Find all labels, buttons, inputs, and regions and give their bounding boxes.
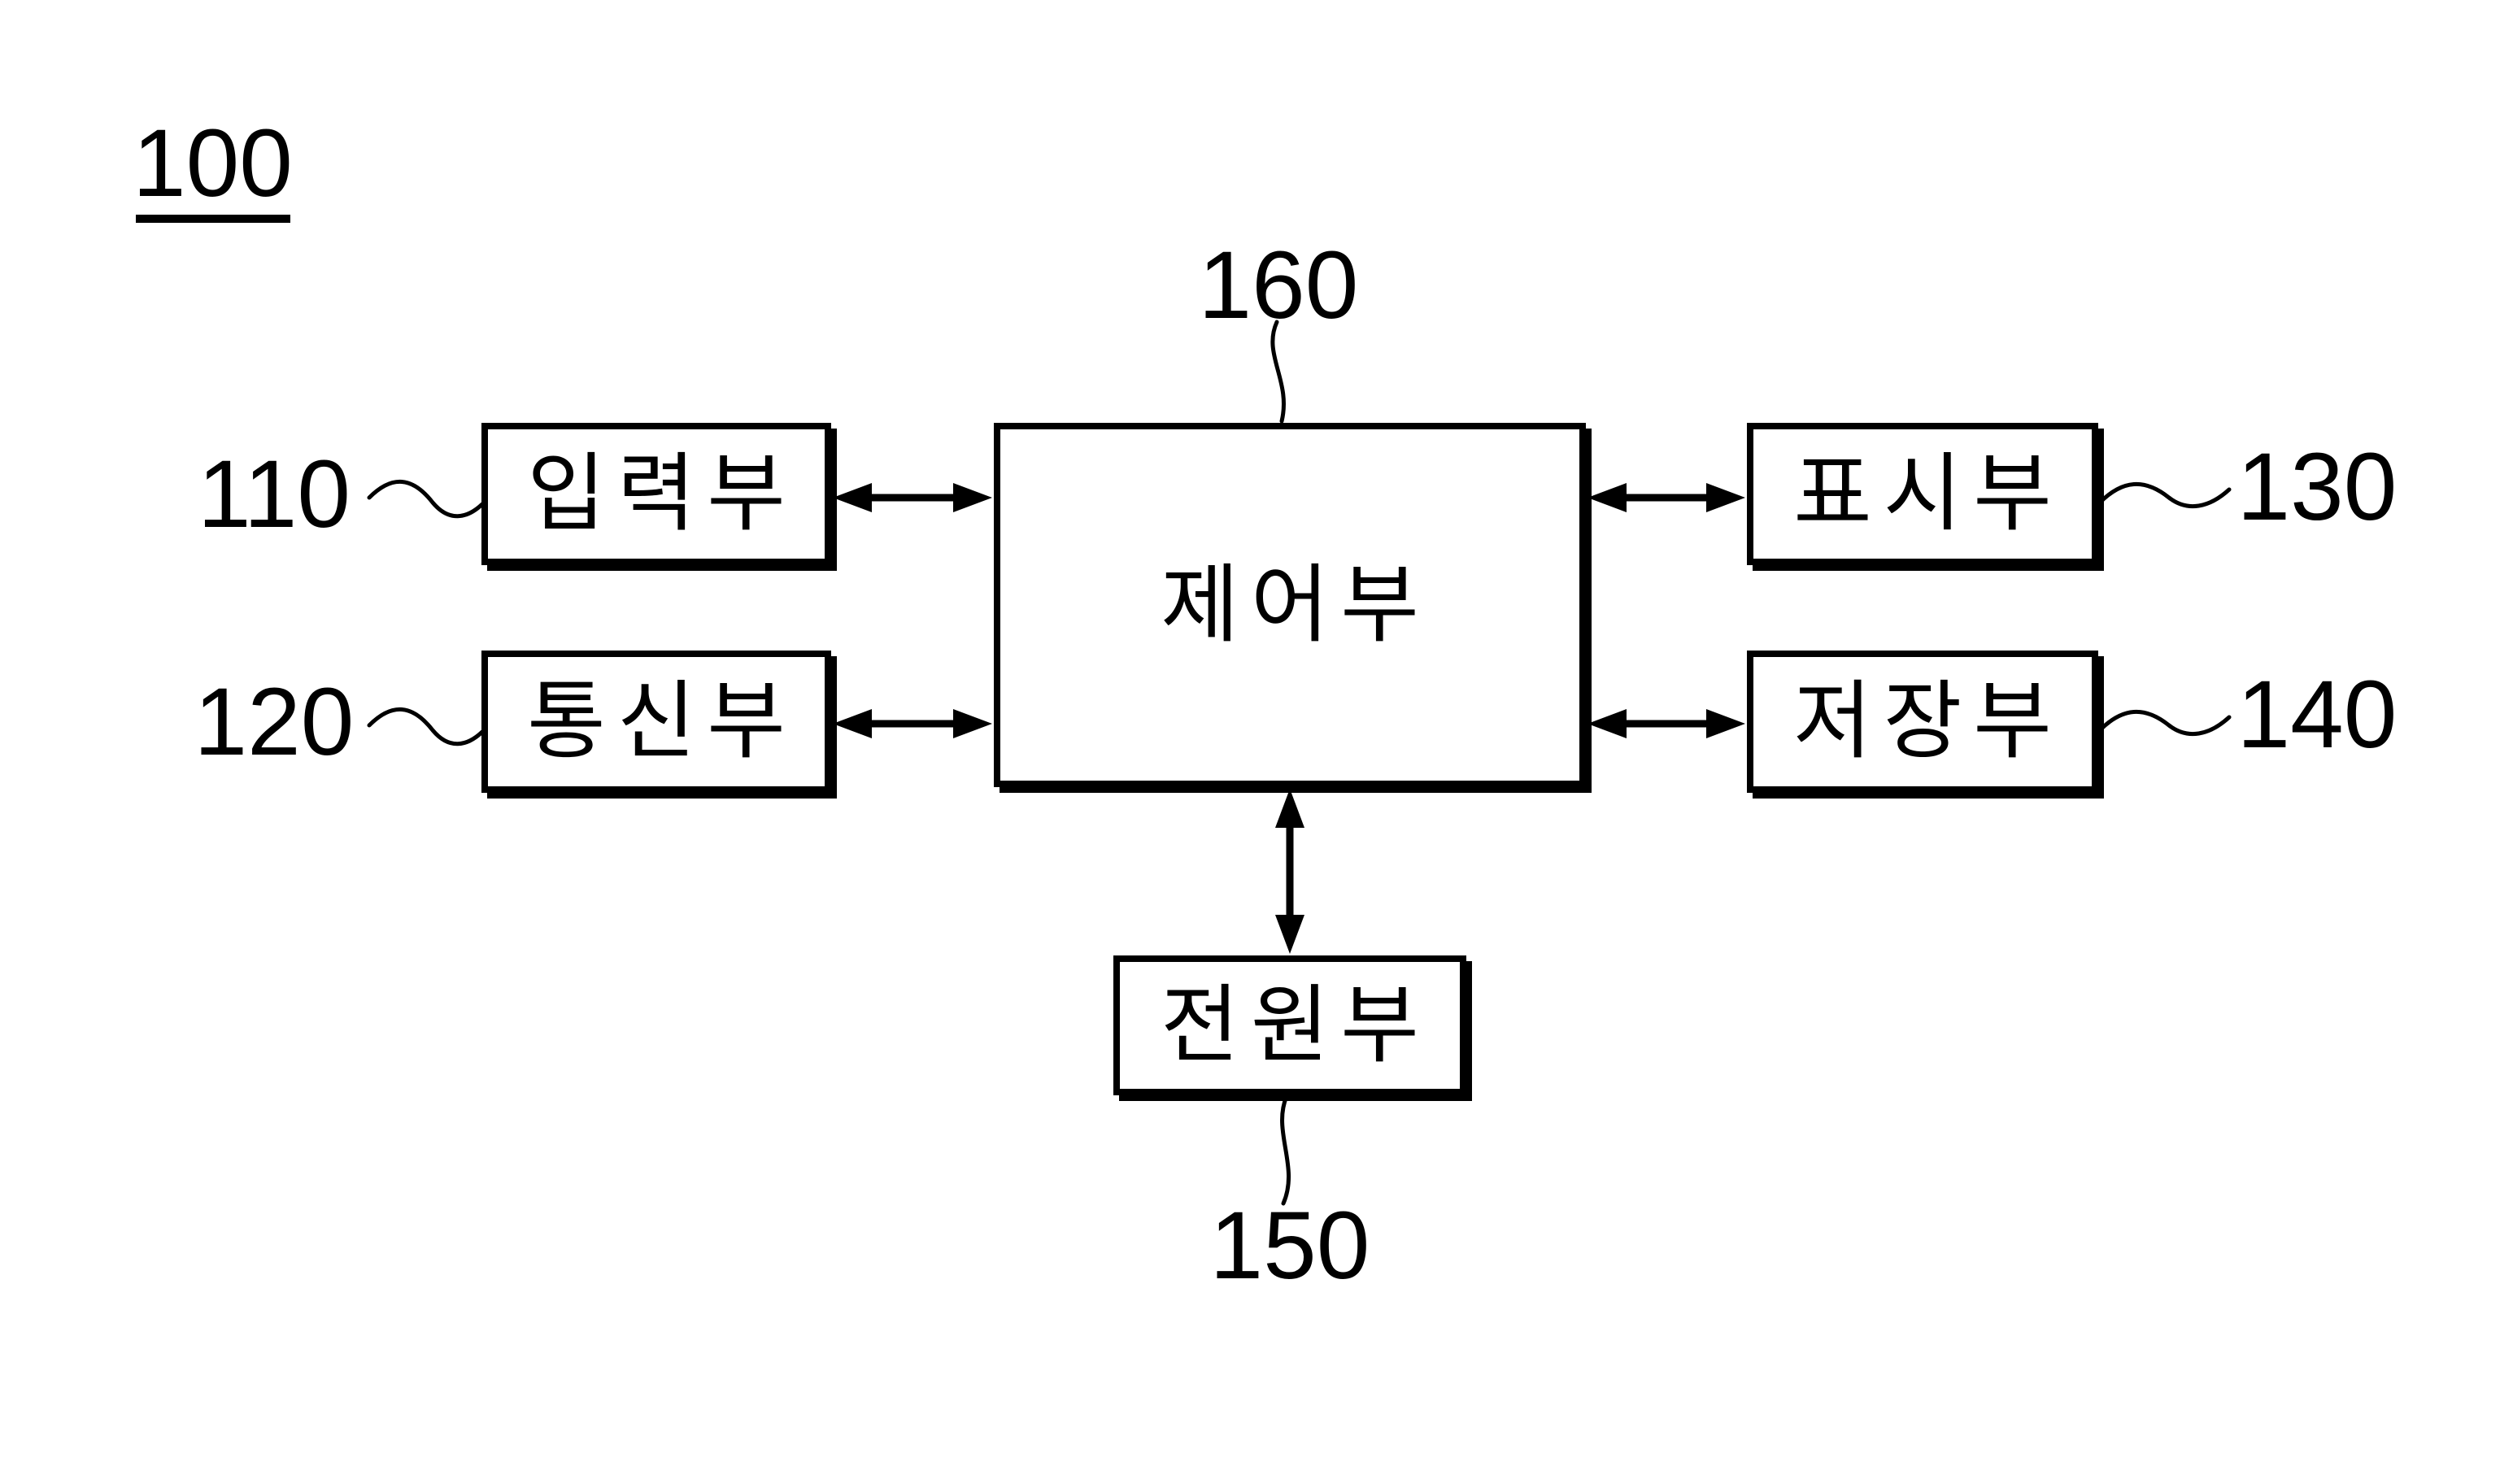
arrow-control-display [1588, 483, 1745, 512]
refnum-150: 150 [1209, 1192, 1370, 1299]
refnum-110: 110 [197, 441, 351, 548]
block-input-unit: 입력부 [481, 423, 831, 565]
leader-line-150 [1280, 1094, 1291, 1206]
block-comm-label: 통신부 [527, 674, 797, 769]
block-control-unit: 제어부 [994, 423, 1586, 787]
block-power-unit: 전원부 [1113, 955, 1466, 1095]
refnum-140: 140 [2236, 661, 2398, 768]
figure-label: 100 [133, 110, 293, 217]
leader-line-130 [2097, 481, 2232, 509]
leader-line-120 [367, 707, 485, 746]
leader-line-140 [2097, 709, 2232, 737]
arrow-comm-control [833, 709, 992, 738]
block-storage-unit: 저장부 [1747, 651, 2098, 793]
refnum-160: 160 [1198, 232, 1359, 339]
leader-line-160 [1270, 320, 1286, 424]
block-display-unit: 표시부 [1747, 423, 2098, 565]
block-power-label: 전원부 [1161, 977, 1431, 1073]
arrow-control-storage [1588, 709, 1745, 738]
block-storage-label: 저장부 [1793, 674, 2063, 769]
block-display-label: 표시부 [1793, 446, 2063, 542]
leader-line-110 [367, 479, 485, 519]
refnum-120: 120 [194, 668, 355, 776]
block-control-label: 제어부 [1161, 557, 1431, 653]
refnum-130: 130 [2236, 433, 2398, 541]
arrow-input-control [833, 483, 992, 512]
figure-label-underline [136, 215, 290, 223]
block-comm-unit: 통신부 [481, 651, 831, 793]
block-input-label: 입력부 [527, 446, 797, 542]
arrow-control-power [1275, 789, 1304, 954]
